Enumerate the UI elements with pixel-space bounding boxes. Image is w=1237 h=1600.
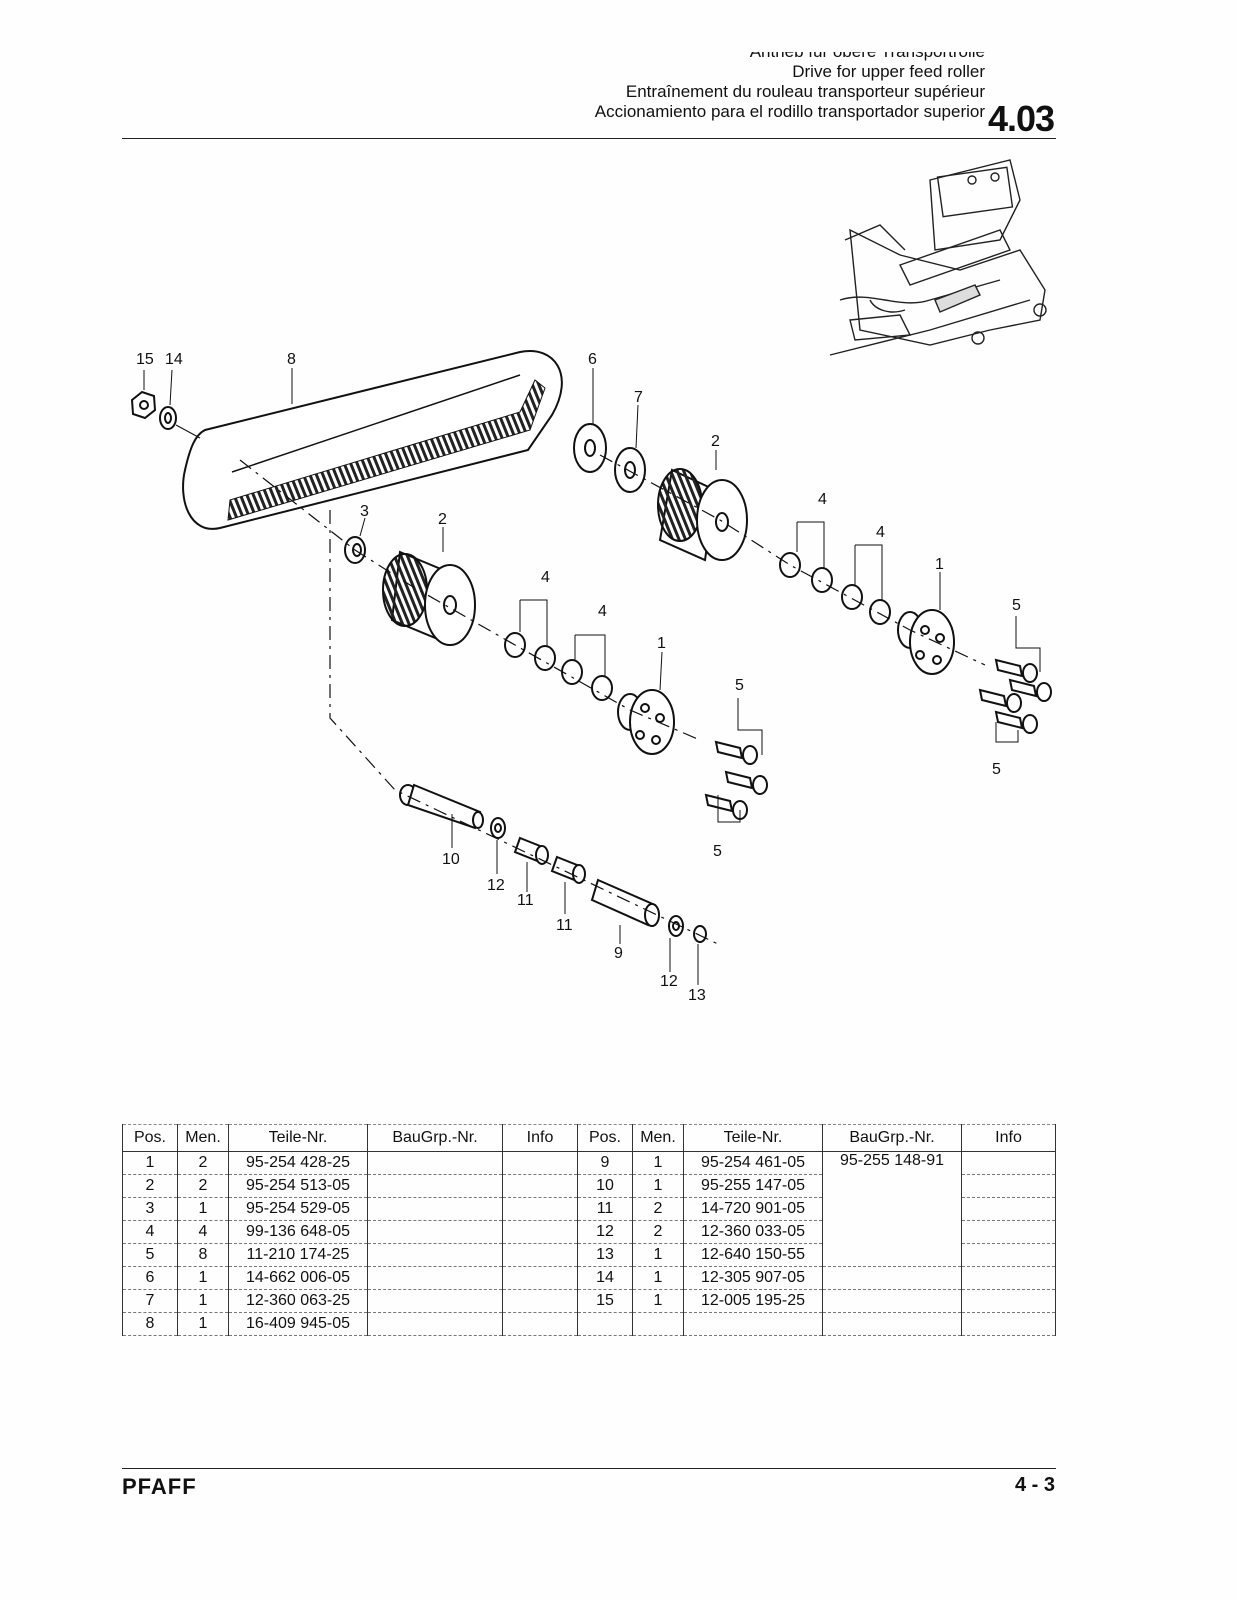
shaft-10 xyxy=(399,783,484,830)
pulley-2-lower xyxy=(382,550,476,646)
clips-4-lower xyxy=(504,632,613,701)
callout-4-d: 4 xyxy=(876,524,885,541)
callout-4-b: 4 xyxy=(598,603,607,620)
col-group: BauGrp.-Nr. xyxy=(367,1124,503,1152)
clips-4-upper xyxy=(779,552,891,625)
table-row: 2 2 95-254 513-05 10 1 95-255 147-05 xyxy=(122,1174,1056,1198)
callout-7: 7 xyxy=(634,389,643,406)
ring-12-right xyxy=(668,915,684,937)
section-number: 4.03 xyxy=(988,98,1055,139)
ring-12-left xyxy=(490,817,506,839)
table-row: 1 2 95-254 428-25 9 1 95-254 461-05 95-2… xyxy=(122,1151,1056,1267)
table-row: 3 1 95-254 529-05 11 2 14-720 901-05 xyxy=(122,1197,1056,1221)
leader-lines xyxy=(143,368,1041,985)
parts-table: Pos. Men. Teile-Nr. BauGrp.-Nr. Info Pos… xyxy=(122,1124,1056,1336)
callout-13: 13 xyxy=(688,987,706,1004)
page-number: 4 - 3 xyxy=(1014,1474,1055,1496)
callout-15: 15 xyxy=(136,351,154,368)
title-spanish: Accionamiento para el rodillo transporta… xyxy=(594,102,985,121)
title-english: Drive for upper feed roller xyxy=(792,62,985,81)
coupling-1-upper xyxy=(897,609,955,675)
bush-11-b xyxy=(550,855,586,884)
callout-4-a: 4 xyxy=(541,569,550,586)
callout-12-right: 12 xyxy=(660,973,678,990)
callout-11-b: 11 xyxy=(556,917,573,934)
washer-14 xyxy=(159,406,177,430)
machine-overview-sketch xyxy=(829,159,1047,356)
callout-5-b: 5 xyxy=(713,843,722,860)
coupling-1-lower xyxy=(617,689,675,755)
col-men-2: Men. xyxy=(632,1124,684,1152)
col-men: Men. xyxy=(177,1124,229,1152)
callout-11-a: 11 xyxy=(517,892,534,909)
footer-rule xyxy=(122,1468,1056,1469)
table-row: 8 1 16-409 945-05 xyxy=(122,1312,1056,1336)
table-row: 6 1 14-662 006-05 14 1 12-305 907-05 xyxy=(122,1266,1056,1290)
callout-5-a: 5 xyxy=(735,677,744,694)
col-pos: Pos. xyxy=(122,1124,178,1152)
callout-2-upper: 2 xyxy=(711,433,720,450)
title-french: Entraînement du rouleau transporteur sup… xyxy=(625,82,985,101)
roller-9 xyxy=(590,878,660,927)
brand-logo: PFAFF xyxy=(122,1474,197,1499)
callout-labels: 15 14 8 6 7 2 2 3 4 4 4 4 1 1 5 5 5 5 10… xyxy=(136,351,1021,1004)
col-info-2: Info xyxy=(961,1124,1056,1152)
bush-11-a xyxy=(513,836,549,865)
washer-6 xyxy=(573,423,607,473)
callout-1-lower: 1 xyxy=(657,635,666,652)
screws-5-lower xyxy=(704,740,768,820)
callout-14: 14 xyxy=(165,351,183,368)
exploded-diagram: 15 14 8 6 7 2 2 3 4 4 4 4 1 1 5 5 5 5 10… xyxy=(0,150,1237,1050)
callout-6: 6 xyxy=(588,351,597,368)
center-lines xyxy=(239,454,986,946)
nut-15 xyxy=(130,390,157,420)
callout-10: 10 xyxy=(442,851,460,868)
callout-5-c: 5 xyxy=(1012,597,1021,614)
table-row: 4 4 99-136 648-05 12 2 12-360 033-05 xyxy=(122,1220,1056,1244)
group-number-cell: 95-255 148-91 xyxy=(822,1151,962,1267)
col-part: Teile-Nr. xyxy=(228,1124,368,1152)
col-part-2: Teile-Nr. xyxy=(683,1124,823,1152)
timing-belt-8 xyxy=(182,349,563,530)
screws-5-upper xyxy=(978,658,1052,734)
col-group-2: BauGrp.-Nr. xyxy=(822,1124,962,1152)
table-header-row: Pos. Men. Teile-Nr. BauGrp.-Nr. Info Pos… xyxy=(122,1124,1056,1152)
col-info: Info xyxy=(502,1124,578,1152)
callout-5-d: 5 xyxy=(992,761,1001,778)
callout-9: 9 xyxy=(614,945,623,962)
callout-2-lower: 2 xyxy=(438,511,447,528)
title-german-cut: Antrieb für obere Transportrolle xyxy=(595,52,985,62)
col-pos-2: Pos. xyxy=(577,1124,633,1152)
table-row: 7 1 12-360 063-25 15 1 12-005 195-25 xyxy=(122,1289,1056,1313)
callout-12-left: 12 xyxy=(487,877,505,894)
clip-13 xyxy=(693,925,707,943)
page-titles: Antrieb für obere Transportrolle Drive f… xyxy=(595,52,985,122)
table-row: 5 8 11-210 174-25 13 1 12-640 150-55 xyxy=(122,1243,1056,1267)
pulley-2-upper xyxy=(657,468,748,562)
header-rule xyxy=(122,138,1056,139)
callout-3: 3 xyxy=(360,503,369,520)
callout-1-upper: 1 xyxy=(935,556,944,573)
callout-4-c: 4 xyxy=(818,491,827,508)
callout-8: 8 xyxy=(287,351,296,368)
washer-7 xyxy=(614,447,646,493)
